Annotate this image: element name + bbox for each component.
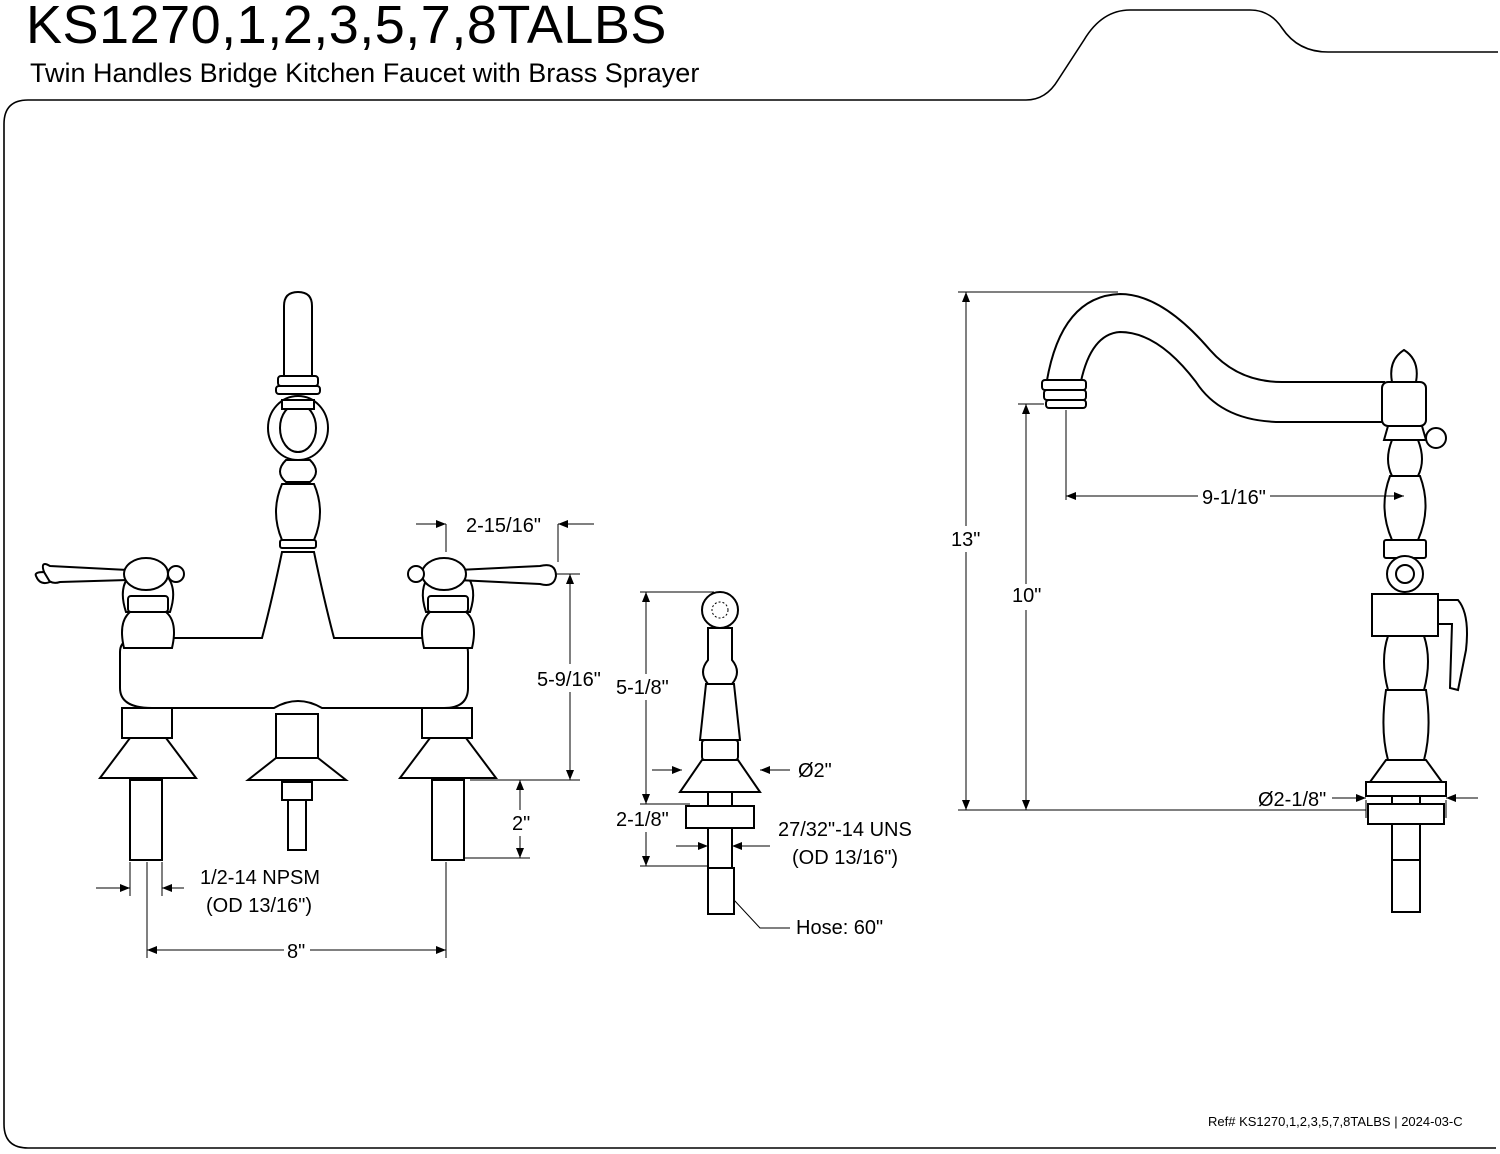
dim-overall-height: 13" xyxy=(951,529,980,551)
bridge-faucet-front-view xyxy=(34,290,558,861)
dim-shank-length: 2" xyxy=(512,813,530,835)
dim-sprayer-base-dia: Ø2" xyxy=(798,760,832,782)
dim-handle-width: 2-15/16" xyxy=(466,515,541,537)
sprayer-view xyxy=(678,591,762,915)
view1-dimension-lines xyxy=(96,520,594,958)
page-title: KS1270,1,2,3,5,7,8TALBS xyxy=(26,0,667,55)
dim-base-dia: Ø2-1/8" xyxy=(1258,789,1326,811)
dim-sprayer-height: 5-1/8" xyxy=(616,677,669,699)
dim-hose-length: Hose: 60" xyxy=(796,917,883,939)
dim-handle-height: 5-9/16" xyxy=(537,669,601,691)
dim-sprayer-shank: 2-1/8" xyxy=(616,809,669,831)
dim-thread-left-od: (OD 13/16") xyxy=(206,895,312,917)
reference-note: Ref# KS1270,1,2,3,5,7,8TALBS | 2024-03-C xyxy=(1208,1114,1463,1129)
dim-sprayer-thread: 27/32"-14 UNS xyxy=(778,819,912,841)
faucet-side-view xyxy=(1041,292,1468,913)
dim-spout-height: 10" xyxy=(1012,585,1041,607)
title-frame xyxy=(3,9,1498,1149)
page-subtitle: Twin Handles Bridge Kitchen Faucet with … xyxy=(30,58,700,88)
dim-sprayer-thread-od: (OD 13/16") xyxy=(792,847,898,869)
dim-spout-reach: 9-1/16" xyxy=(1202,487,1266,509)
dim-center-spread: 8" xyxy=(287,941,305,963)
dim-thread-left: 1/2-14 NPSM xyxy=(200,867,320,889)
